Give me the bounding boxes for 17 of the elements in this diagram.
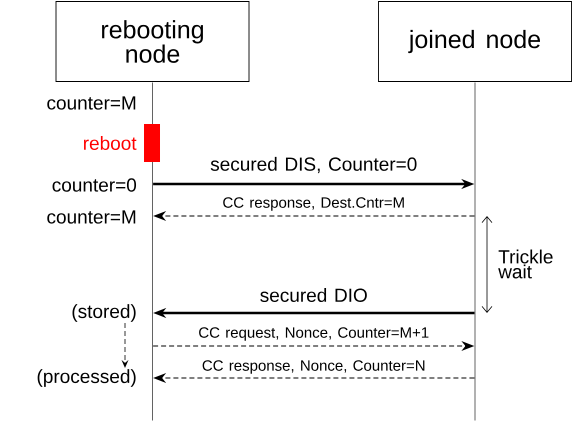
reboot-bar (144, 124, 160, 162)
reboot-text: reboot (84, 136, 136, 150)
message-label: secured DIS, Counter=0 (209, 156, 418, 174)
participant-box: rebooting node (56, 1, 250, 82)
message-label: secured DIO (258, 287, 369, 303)
state-text: (processed) (38, 369, 136, 387)
interval-label: Trickle wait (498, 250, 553, 278)
message-label: CC response, Dest.Cntr=M (221, 196, 406, 212)
state-text: (stored) (72, 304, 136, 322)
state-text: counter=M (47, 96, 136, 110)
state-text: counter=M (47, 210, 136, 224)
participant-box: joined node (378, 1, 572, 82)
lifeline (152, 82, 153, 420)
state-text: counter=0 (52, 178, 136, 192)
message-label: CC request, Nonce, Counter=M+1 (197, 326, 430, 342)
message-label: CC response, Nonce, Counter=N (200, 359, 427, 375)
lifeline (474, 82, 476, 420)
